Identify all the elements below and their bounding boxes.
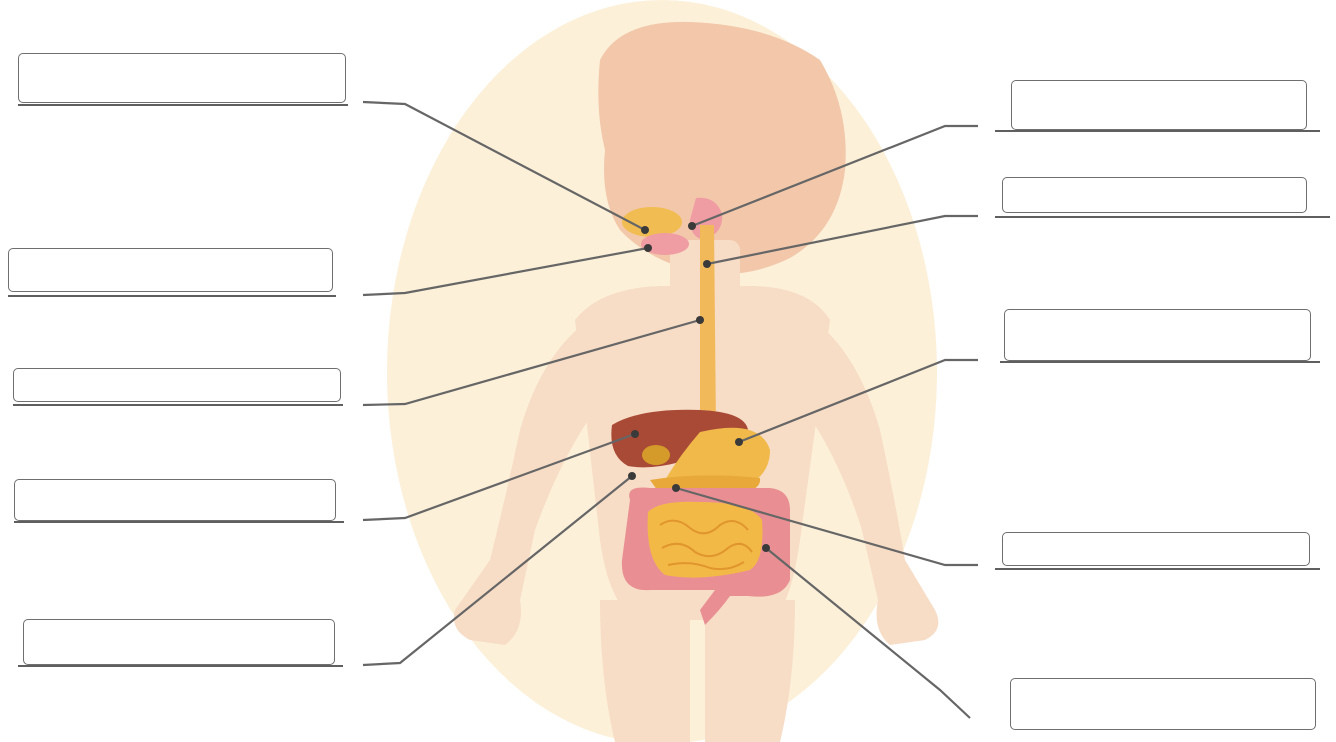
pointer-dot-10 bbox=[762, 544, 770, 552]
label-box-right-1[interactable] bbox=[1011, 80, 1307, 130]
label-underline-right-3 bbox=[1000, 361, 1320, 363]
label-box-left-5[interactable] bbox=[23, 619, 335, 665]
label-underline-right-2 bbox=[995, 216, 1330, 218]
pointer-dot-3 bbox=[696, 316, 704, 324]
label-box-right-3[interactable] bbox=[1004, 309, 1311, 361]
label-box-left-3[interactable] bbox=[13, 368, 341, 402]
pointer-dot-4 bbox=[631, 430, 639, 438]
pointer-dot-7 bbox=[703, 260, 711, 268]
label-box-right-2[interactable] bbox=[1002, 177, 1307, 213]
pointer-dot-9 bbox=[672, 484, 680, 492]
pointer-dot-5 bbox=[628, 472, 636, 480]
label-underline-left-1 bbox=[18, 104, 348, 106]
label-underline-right-4 bbox=[995, 568, 1320, 570]
esophagus-shape bbox=[700, 225, 716, 440]
label-box-left-2[interactable] bbox=[8, 248, 333, 292]
label-underline-left-3 bbox=[13, 404, 343, 406]
pointer-dot-1 bbox=[641, 226, 649, 234]
label-underline-right-1 bbox=[995, 130, 1320, 132]
label-box-right-4[interactable] bbox=[1002, 532, 1310, 566]
label-underline-left-5 bbox=[18, 665, 343, 667]
label-underline-left-4 bbox=[14, 521, 344, 523]
pointer-dot-6 bbox=[688, 222, 696, 230]
label-underline-left-2 bbox=[8, 295, 336, 297]
gallbladder-shape bbox=[642, 445, 670, 465]
pointer-dot-8 bbox=[735, 438, 743, 446]
label-box-left-4[interactable] bbox=[14, 479, 336, 521]
label-box-left-1[interactable] bbox=[18, 53, 346, 103]
pointer-dot-2 bbox=[644, 244, 652, 252]
label-box-right-5[interactable] bbox=[1010, 678, 1316, 730]
